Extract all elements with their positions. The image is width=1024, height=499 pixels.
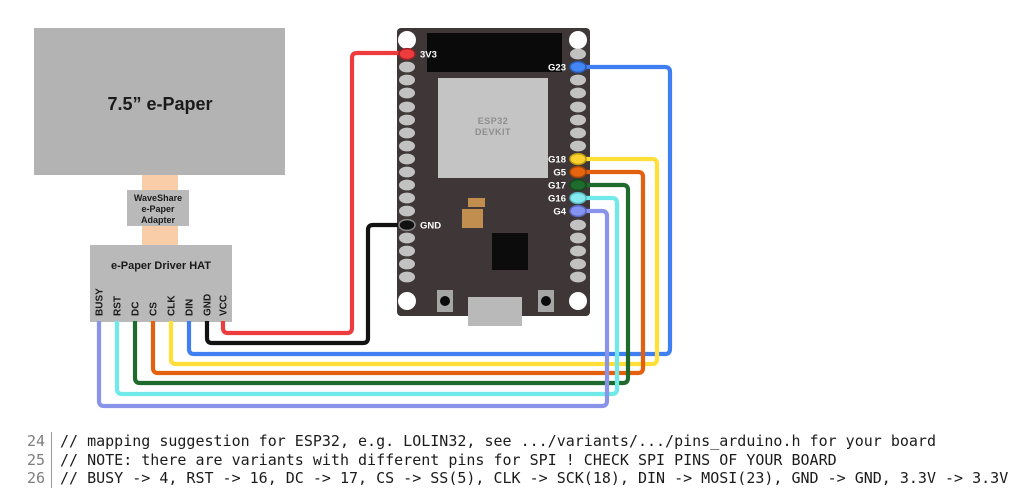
driver-hat-title: e-Paper Driver HAT <box>111 260 211 272</box>
usb-connector <box>468 297 522 326</box>
pin-label-3v3: 3V3 <box>420 50 437 61</box>
pin-label-g23: G23 <box>548 63 566 74</box>
hat-pin-label-cs: CS <box>149 302 160 316</box>
hat-pin-label-din: DIN <box>185 299 196 316</box>
code-block: 24 // mapping suggestion for ESP32, e.g.… <box>0 432 1024 489</box>
esp32-module-label-line2: DEVKIT <box>475 127 511 137</box>
hat-pin-label-clk: CLK <box>167 295 178 316</box>
wire-cs-g5 <box>150 169 646 376</box>
pin-label-g5: G5 <box>553 168 566 179</box>
esp32-antenna <box>427 33 562 72</box>
esp32-chip <box>492 233 528 270</box>
en-button-cap-icon <box>541 296 551 306</box>
adapter-label-line1: WaveShare <box>134 193 182 203</box>
line-number: 26 <box>26 469 45 488</box>
line-number: 25 <box>26 450 45 469</box>
code-line: 24 // mapping suggestion for ESP32, e.g.… <box>0 432 1024 451</box>
esp32-right-pins <box>569 48 587 283</box>
hat-pin-label-dc: DC <box>131 302 142 316</box>
mounting-holes <box>398 31 587 310</box>
esp32-module-label-line1: ESP32 <box>478 116 509 126</box>
pin-g4 <box>569 204 587 218</box>
pin-g17 <box>569 178 587 192</box>
code-line: 25 // NOTE: there are variants with diff… <box>0 450 1024 470</box>
pin-label-g18: G18 <box>548 155 566 166</box>
pin-g5 <box>569 165 587 179</box>
driver-hat-box <box>90 245 232 322</box>
wire-vcc-3v3 <box>220 50 401 336</box>
epaper-panel-label: 7.5” e-Paper <box>107 94 212 114</box>
wire-rst-g16 <box>114 195 620 397</box>
esp32-module <box>438 78 548 178</box>
hat-pin-label-busy: BUSY <box>95 288 106 316</box>
esp32-left-pins <box>398 47 416 283</box>
hat-pin-label-vcc: VCC <box>219 295 230 316</box>
pin-label-gnd: GND <box>420 221 441 232</box>
pin-label-g17: G17 <box>548 181 566 192</box>
code-text: // NOTE: there are variants with differe… <box>51 450 837 470</box>
smd-component-large <box>462 209 483 228</box>
code-text: // BUSY -> 4, RST -> 16, DC -> 17, CS ->… <box>51 469 1008 489</box>
pin-gnd <box>398 218 416 232</box>
epaper-panel <box>34 28 285 175</box>
esp32-board: ESP32 DEVKIT <box>397 28 590 326</box>
pin-g18 <box>569 152 587 166</box>
wire-busy-g4 <box>96 208 610 409</box>
esp32-pin-labels: 3V3 GND G23 G18 G5 G17 G16 G4 <box>420 50 567 232</box>
pin-label-g16: G16 <box>548 194 566 205</box>
hat-pin-label-gnd: GND <box>203 294 214 316</box>
pin-g23 <box>569 60 587 74</box>
hat-pin-label-rst: RST <box>113 296 124 316</box>
wires <box>96 50 673 409</box>
wiring-diagram: 7.5” e-Paper WaveShare e-Paper Adapter e… <box>34 28 673 409</box>
pin-3v3 <box>398 47 416 61</box>
pin-label-g4: G4 <box>553 207 566 218</box>
adapter-label-line3: Adapter <box>141 215 176 225</box>
wire-clk-g18 <box>168 156 660 367</box>
line-number: 24 <box>26 432 45 450</box>
boot-button-cap-icon <box>440 296 450 306</box>
driver-hat-pin-labels: BUSY RST DC CS CLK DIN GND VCC <box>95 288 230 316</box>
wire-din-g23 <box>186 64 673 357</box>
code-line: 26 // BUSY -> 4, RST -> 16, DC -> 17, CS… <box>0 469 1024 489</box>
wire-dc-g17 <box>132 182 631 386</box>
wire-gnd-gnd <box>204 222 401 346</box>
adapter-box <box>127 190 189 226</box>
smd-component-small <box>468 198 485 207</box>
adapter-label-line2: e-Paper <box>141 204 175 214</box>
pin-g16 <box>569 191 587 205</box>
code-text: // mapping suggestion for ESP32, e.g. LO… <box>51 432 936 451</box>
